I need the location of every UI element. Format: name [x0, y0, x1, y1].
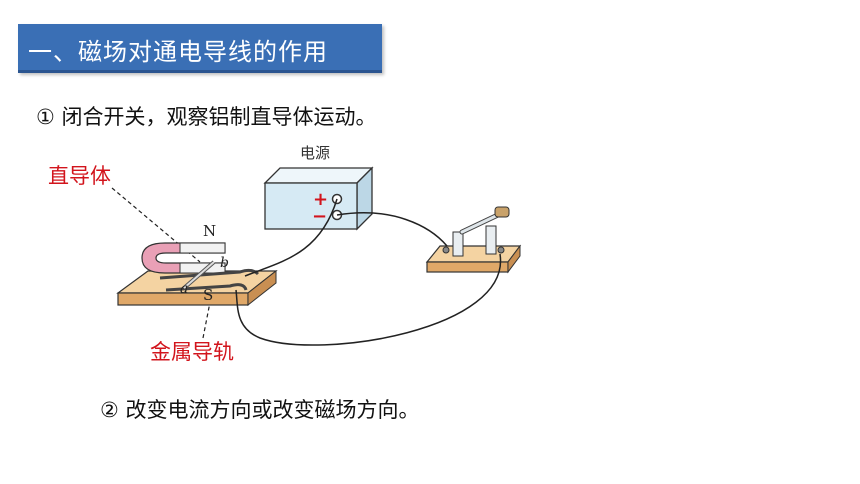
page-title: 一、磁场对通电导线的作用 [28, 38, 328, 66]
metal-rail-lower [165, 283, 248, 292]
rail-label: 金属导轨 [150, 340, 234, 364]
wire-negative [336, 212, 448, 247]
north-pole-label: N [203, 222, 216, 240]
plus-sign: + [313, 189, 328, 210]
metal-rail-upper [159, 268, 260, 280]
south-pole-label: S [203, 286, 213, 304]
conductor-label: 直导体 [48, 164, 111, 188]
wire-return [235, 253, 501, 346]
step-1-text: ① 闭合开关，观察铝制直导体运动。 [36, 105, 377, 129]
point-a-label: a [180, 281, 188, 297]
rail-leader-line [202, 291, 213, 339]
step-2-text: ② 改变电流方向或改变磁场方向。 [100, 398, 420, 422]
power-supply: + − [263, 166, 374, 231]
rail-base-board [116, 269, 278, 307]
point-b-label: b [220, 255, 229, 271]
conductor-leader-line [111, 187, 201, 263]
wire-positive [244, 198, 338, 277]
switch [425, 206, 522, 274]
minus-sign: − [312, 206, 327, 227]
horseshoe-magnet [141, 242, 226, 274]
power-supply-label: 电源 [300, 144, 330, 162]
title-bar: 一、磁场对通电导线的作用 [18, 24, 382, 73]
